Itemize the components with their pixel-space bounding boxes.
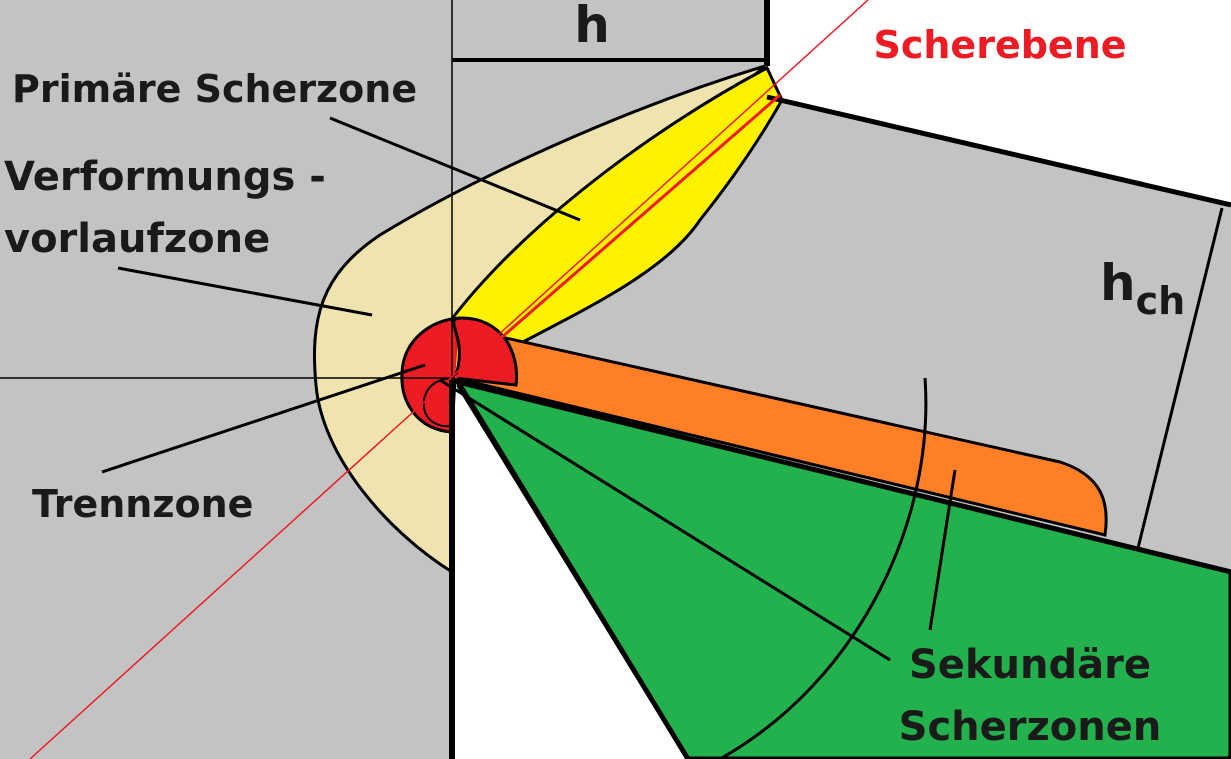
verformungsvorlaufzone-label-line1: Verformungs - xyxy=(4,154,326,200)
secondary-shear-zone-chip xyxy=(453,328,1108,537)
leader-sekundaere-1 xyxy=(439,378,891,662)
leader-trennzone xyxy=(101,363,426,474)
secondary-zone-arc xyxy=(719,377,928,759)
hch-subscript: ch xyxy=(1136,279,1186,323)
shear-plane-line xyxy=(29,0,869,759)
sekundaere-scherzonen-label-line2: Scherzonen xyxy=(899,704,1162,750)
leader-primaere xyxy=(329,116,581,222)
sekundaere-scherzonen-label-line1: Sekundäre xyxy=(909,642,1151,688)
h-label: h xyxy=(574,0,610,54)
leader-sekundaere-2 xyxy=(928,469,957,631)
shear-plane-line-strong xyxy=(454,93,781,380)
scherebene-label: Scherebene xyxy=(873,23,1126,67)
primaere-scherzone-label: Primäre Scherzone xyxy=(12,67,417,111)
hch-main: h xyxy=(1100,254,1136,312)
secondary-zone-line xyxy=(456,383,690,759)
primary-shear-zone xyxy=(428,65,784,380)
separation-zone-inner xyxy=(422,377,456,428)
trennzone-label: Trennzone xyxy=(32,482,253,526)
chip-top-edge xyxy=(766,94,1231,208)
hch-label: hch xyxy=(1100,254,1185,323)
leader-verformung xyxy=(117,266,373,317)
hch-dimension-line xyxy=(1136,207,1224,549)
verformungsvorlaufzone-label-line2: vorlaufzone xyxy=(4,216,270,262)
